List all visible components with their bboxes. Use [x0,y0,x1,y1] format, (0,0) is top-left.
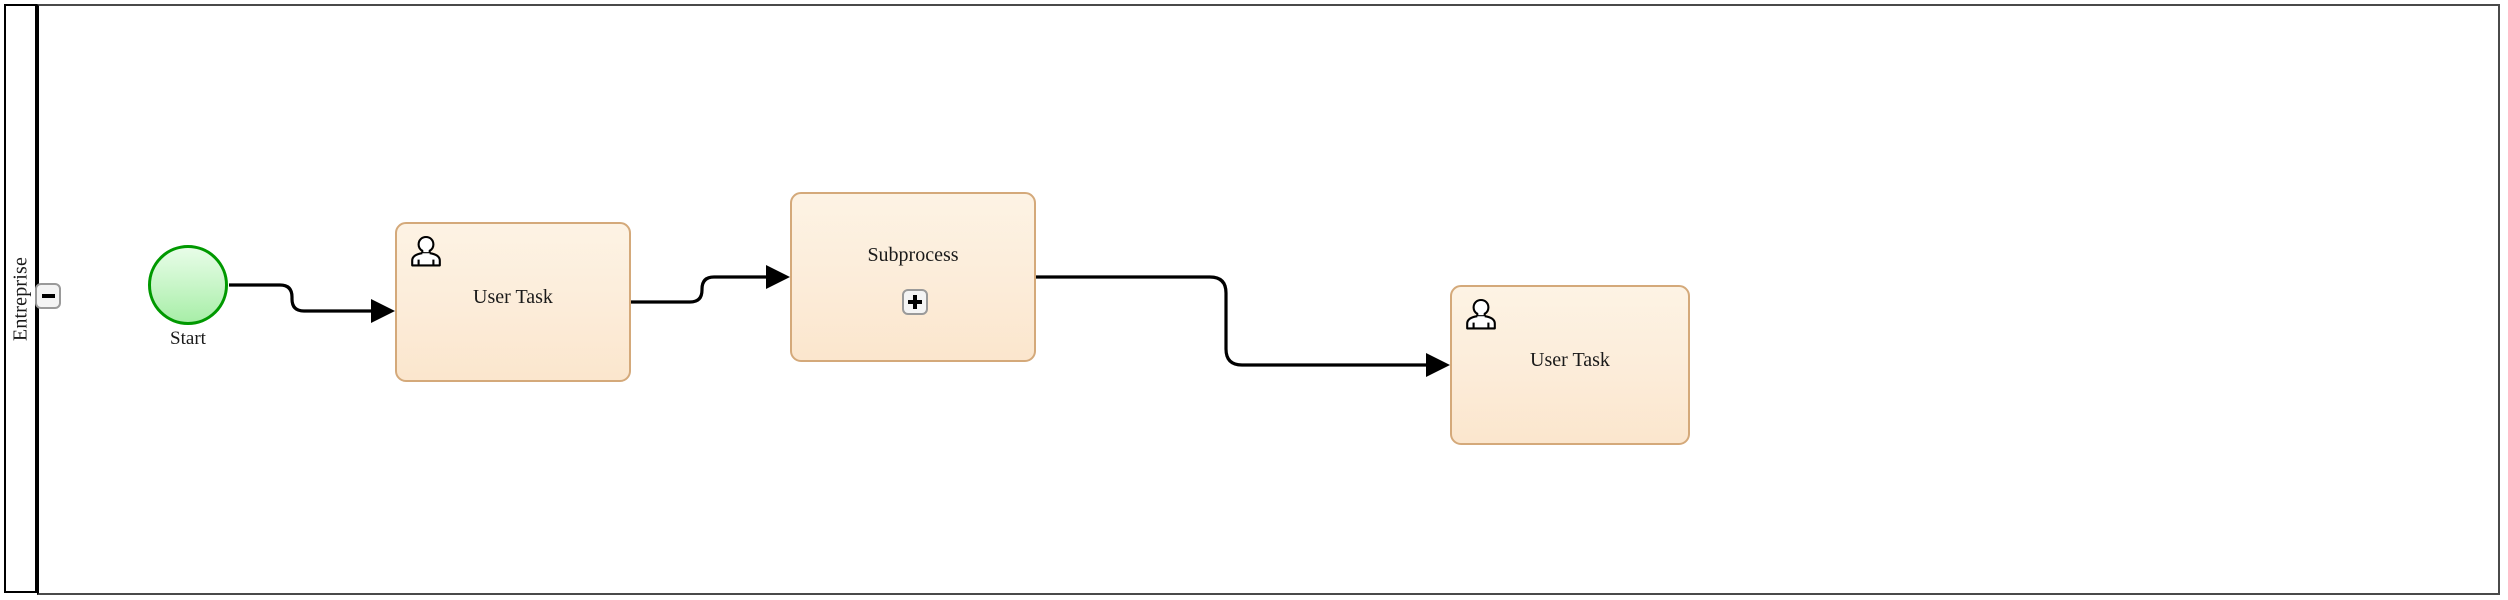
user-icon [411,235,441,267]
lane-label: Entreprise [9,256,31,341]
user-task-1[interactable]: User Task [395,222,631,382]
minus-icon [41,294,55,298]
pool-entreprise[interactable]: Entreprise [4,4,2500,595]
plus-icon-vertical [913,295,917,309]
user-task-2[interactable]: User Task [1450,285,1690,445]
lane-header[interactable]: Entreprise [4,4,37,593]
subprocess-node[interactable]: Subprocess [790,192,1036,362]
subprocess-expand-button[interactable] [902,289,928,315]
lane-collapse-button[interactable] [35,283,61,309]
user-task-1-label: User Task [473,286,553,308]
user-task-2-label: User Task [1530,349,1610,371]
user-icon [1466,298,1496,330]
start-event-label: Start [170,328,206,349]
start-event[interactable] [148,245,228,325]
subprocess-label: Subprocess [867,244,959,266]
